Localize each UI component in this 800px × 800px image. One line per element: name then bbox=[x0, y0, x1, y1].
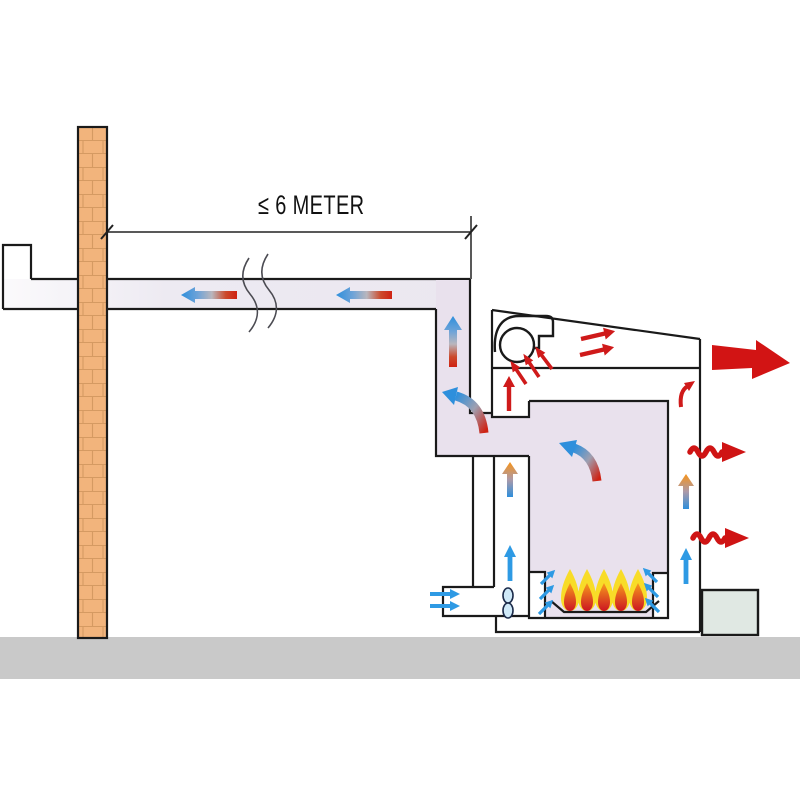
exhaust-arrow bbox=[712, 340, 790, 379]
riser-flow-arrow bbox=[444, 316, 462, 367]
ground bbox=[0, 637, 800, 679]
duct-break-marks-icon bbox=[241, 253, 278, 333]
dimension-line bbox=[100, 216, 478, 279]
left-wall-section bbox=[1, 243, 470, 311]
foundation-box bbox=[700, 588, 760, 637]
intake-fan-icon bbox=[502, 587, 514, 619]
chamber-circulation-arrow bbox=[559, 440, 602, 482]
riser-duct bbox=[436, 280, 533, 456]
elbow-flow-arrow bbox=[442, 387, 489, 434]
brick-chimney bbox=[76, 125, 109, 640]
dimension-label: ≤ 6 METER bbox=[258, 190, 365, 220]
channel-airflow-arrows bbox=[502, 462, 694, 584]
casing-top-arrow bbox=[678, 381, 695, 408]
blower-fan-icon bbox=[493, 314, 555, 364]
radiant-heat-arrows bbox=[690, 442, 749, 548]
